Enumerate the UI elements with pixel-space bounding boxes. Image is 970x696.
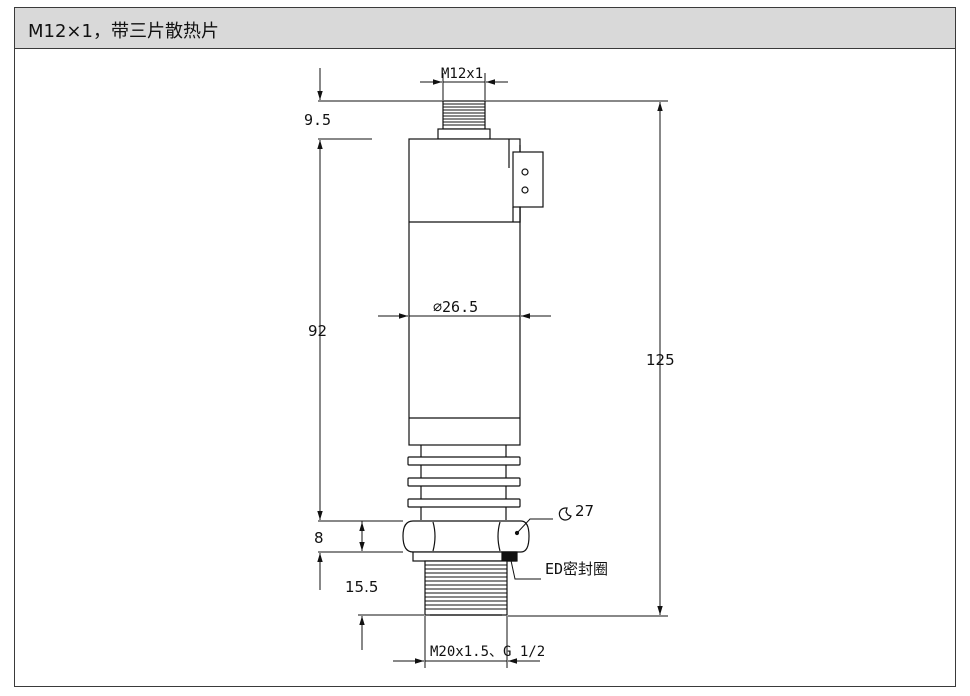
m12-connector [437,100,491,140]
dim-connector-thread: M12x1 [441,66,483,82]
ed-seal-ring [412,551,518,562]
figure-title: M12×1，带三片散热片 [28,21,219,42]
dim-wrench-size: 27 [575,502,594,520]
dim-hex-height: 8 [314,529,324,547]
hex-nut [402,520,530,553]
sensor-housing [408,138,544,446]
cooling-fins [407,445,521,520]
process-thread [424,560,508,616]
dim-total-length: 125 [646,351,675,369]
wrench-icon [558,507,572,521]
dim-process-thread: M20x1.5、G 1/2 [430,644,545,660]
dim-connector-height: 9.5 [304,111,331,129]
label-seal: ED密封圈 [545,560,608,578]
dim-body-length: 92 [308,322,327,340]
dim-body-diameter: ∅26.5 [433,298,478,316]
dim-thread-length: 15.5 [345,578,378,596]
figure-header: M12×1，带三片散热片 [15,8,955,49]
